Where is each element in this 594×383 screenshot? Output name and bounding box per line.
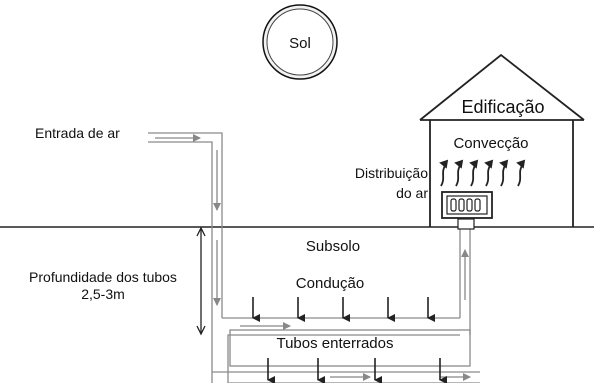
depth-label-line2: 2,5-3m [81, 286, 125, 302]
sun-icon [262, 4, 338, 80]
conduction-label: Condução [296, 275, 364, 292]
inlet-pipe [148, 132, 460, 383]
convection-arrows-icon [439, 159, 526, 187]
return-pipe [457, 218, 475, 335]
inlet-flow-arrows [155, 134, 291, 330]
building-outline [419, 53, 585, 227]
air-inlet-label: Entrada de ar [35, 125, 120, 141]
depth-label-line1: Profundidade dos tubos [29, 269, 177, 285]
subsoil-label: Subsolo [306, 238, 360, 255]
sun-label: Sol [289, 35, 311, 52]
buried-pipe-loop [212, 329, 480, 383]
convection-label: Convecção [453, 135, 528, 152]
buried-pipes-label: Tubos enterrados [276, 335, 393, 352]
distribution-label-line2: do ar [396, 185, 428, 201]
conduction-arrows-icon [252, 297, 447, 383]
distribution-label-line1: Distribuição [355, 165, 428, 181]
air-distribution-unit [441, 191, 493, 219]
depth-indicator [196, 226, 206, 336]
building-label: Edificação [461, 97, 544, 117]
